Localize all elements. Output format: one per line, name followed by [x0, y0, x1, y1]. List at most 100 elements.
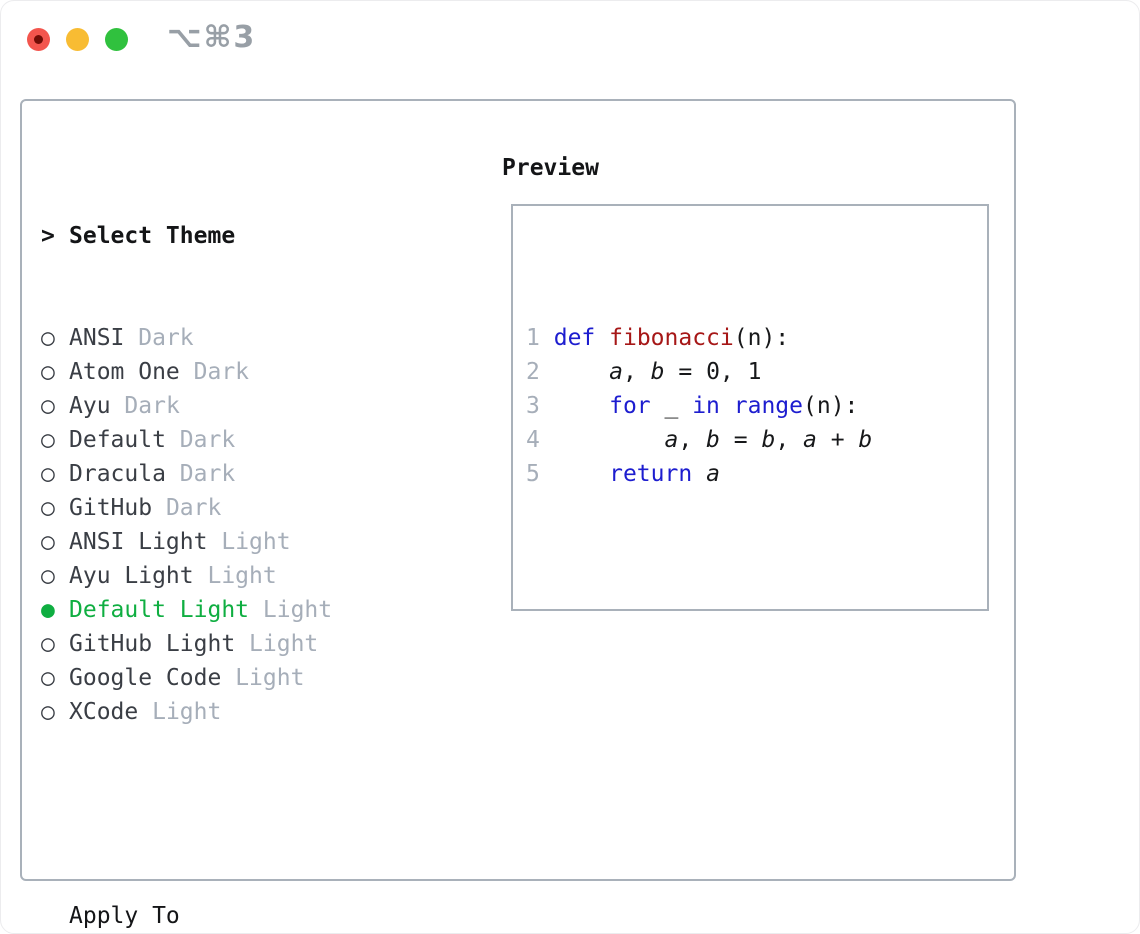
cursor-arrow-icon: > [41, 223, 55, 249]
code-segment: = 0, 1 [664, 359, 762, 385]
line-number: 1 [526, 325, 540, 351]
code-segment: a [664, 427, 679, 453]
theme-variant-label: Dark [165, 495, 222, 521]
line-number: 2 [526, 359, 540, 385]
code-segment: a [803, 427, 817, 453]
code-segment: range [733, 393, 804, 419]
line-number: 3 [526, 393, 540, 419]
code-segment [540, 461, 609, 487]
code-segment [540, 325, 554, 351]
code-segment: in [692, 393, 720, 419]
theme-list-item[interactable]: ○ Dracula Dark [41, 457, 429, 491]
code-segment: = [719, 427, 762, 453]
code-segment [540, 393, 609, 419]
theme-name: ANSI [69, 325, 125, 351]
theme-name: Google Code [69, 665, 222, 691]
code-segment [692, 461, 706, 487]
code-segment: + [816, 427, 859, 453]
theme-name: Ayu [69, 393, 111, 419]
theme-section: >Select Theme ○ANSI Dark○Atom One Dark○A… [41, 151, 429, 933]
theme-name: GitHub [69, 495, 153, 521]
code-segment: a [706, 461, 720, 487]
theme-list-item[interactable]: ○ GitHub Dark [41, 491, 429, 525]
close-button[interactable] [27, 28, 50, 51]
theme-name: Ayu Light [69, 563, 194, 589]
theme-list-item[interactable]: ○Default Dark [41, 423, 429, 457]
theme-list-item[interactable]: ○Google Code Light [41, 661, 429, 695]
theme-list-item[interactable]: ○ Ayu Dark [41, 389, 429, 423]
code-segment: (n): [803, 393, 859, 419]
preview-title: Preview [502, 155, 599, 181]
theme-list-item[interactable]: ● Default Light Light [41, 593, 429, 627]
theme-list-item[interactable]: ○ GitHub Light Light [41, 627, 429, 661]
code-segment: b [761, 427, 776, 453]
theme-variant-label: Light [235, 665, 305, 691]
code-segment: b [650, 359, 665, 385]
code-segment: _ [650, 393, 693, 419]
title-bar: ⌥⌘3 [1, 1, 1139, 76]
maximize-button[interactable] [105, 28, 128, 51]
code-segment: , [622, 359, 651, 385]
radio-icon: ○ [41, 563, 55, 589]
code-line: 3 for _ in range(n): [526, 389, 987, 423]
radio-icon: ○ [41, 461, 55, 487]
radio-icon: ○ [41, 427, 55, 453]
line-number: 5 [526, 461, 540, 487]
code-segment: b [706, 427, 720, 453]
code-segment: fibonacci [609, 325, 734, 351]
spacer [41, 797, 429, 831]
theme-list-item[interactable]: ○XCode Light [41, 695, 429, 729]
code-line: 4 a, b = b, a + b [526, 423, 987, 457]
code-segment [595, 325, 609, 351]
code-segment: , [775, 427, 804, 453]
code-segment [540, 427, 665, 453]
theme-variant-label: Light [221, 529, 291, 555]
select-theme-title: Select Theme [69, 223, 236, 249]
code-segment: for [609, 393, 651, 419]
code-segment [720, 393, 734, 419]
theme-name: GitHub Light [69, 631, 236, 657]
theme-name: ANSI Light [69, 529, 208, 555]
spacer [526, 559, 987, 593]
theme-variant-label: Dark [124, 393, 180, 419]
theme-name: XCode [69, 699, 139, 725]
code-line: 1 def fibonacci(n): [526, 321, 987, 355]
code-segment: a [609, 359, 623, 385]
theme-list: ○ANSI Dark○Atom One Dark○Ayu Dark○Defaul… [41, 321, 429, 729]
radio-icon: ○ [41, 631, 55, 657]
minimize-button[interactable] [66, 28, 89, 51]
theme-list-item[interactable]: ○ ANSI Light Light [41, 525, 429, 559]
code-segment: b [858, 427, 873, 453]
theme-variant-label: Dark [179, 461, 236, 487]
theme-list-item[interactable]: ○ Ayu Light Light [41, 559, 429, 593]
theme-name: Default [69, 427, 166, 453]
theme-list-item[interactable]: ○Atom One Dark [41, 355, 429, 389]
theme-name: Atom One [69, 359, 180, 385]
line-number: 4 [526, 427, 540, 453]
theme-name: Dracula [69, 461, 166, 487]
unsaved-dot-icon [34, 35, 43, 44]
main-panel: >Select Theme ○ANSI Dark○Atom One Dark○A… [20, 99, 1016, 929]
radio-icon: ○ [41, 325, 55, 351]
code-segment [540, 359, 609, 385]
theme-variant-label: Light [262, 597, 333, 623]
radio-selected-icon: ● [41, 597, 55, 623]
theme-variant-label: Dark [138, 325, 194, 351]
select-theme-header: > Select Theme [41, 219, 429, 253]
radio-icon: ○ [41, 393, 55, 419]
keyboard-shortcut-label: ⌥⌘3 [167, 20, 257, 55]
code-segment: , [678, 427, 707, 453]
code-segment: (n): [733, 325, 790, 351]
radio-icon: ○ [41, 495, 55, 521]
radio-icon: ○ [41, 529, 55, 555]
theme-variant-label: Light [249, 631, 319, 657]
code-segment: def [553, 325, 596, 351]
theme-variant-label: Dark [193, 359, 250, 385]
theme-list-item[interactable]: ○ ANSI Dark [41, 321, 429, 355]
theme-variant-label: Light [152, 699, 222, 725]
code-segment: return [609, 461, 693, 487]
theme-name: Default Light [69, 597, 250, 623]
theme-variant-label: Light [207, 563, 277, 589]
